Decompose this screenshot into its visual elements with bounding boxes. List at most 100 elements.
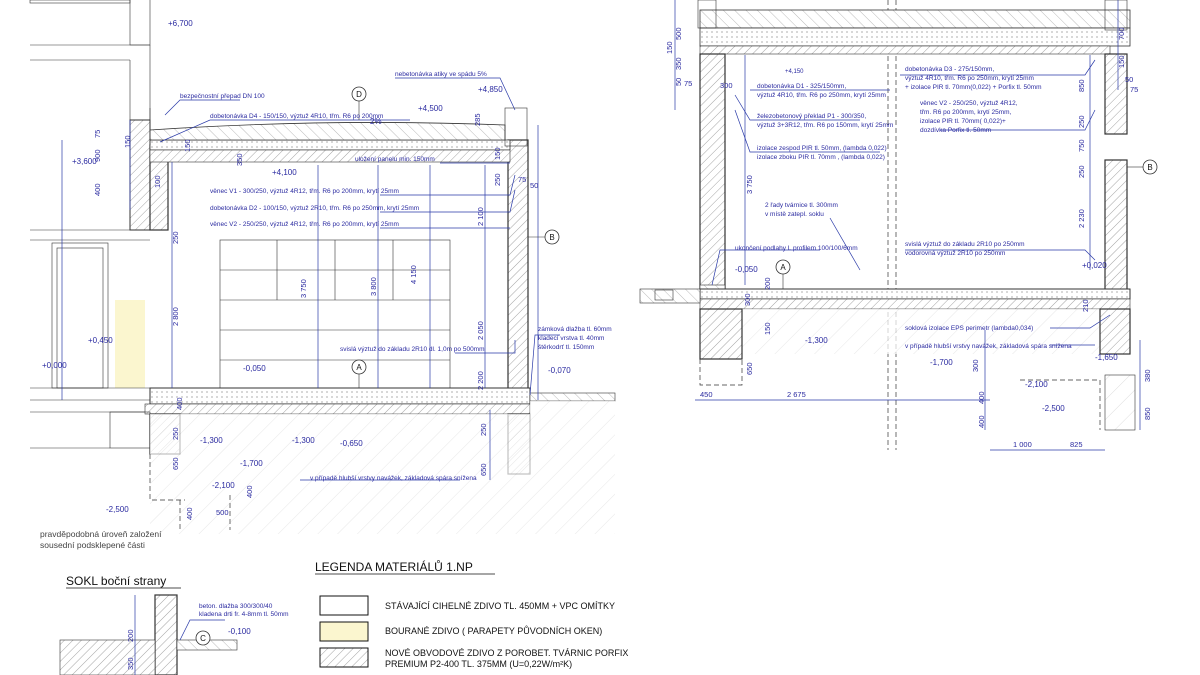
- note-p1: železobetonový překlad P1 - 300/350,: [757, 113, 866, 120]
- right-wall-right-lower: [1104, 159, 1128, 301]
- note-blocks-loc: v místě zatepl. soklu: [765, 211, 824, 218]
- right-footing-left: [699, 308, 743, 360]
- svg-text:250: 250: [171, 231, 180, 244]
- svg-text:2 200: 2 200: [476, 371, 485, 390]
- svg-text:650: 650: [745, 362, 754, 375]
- svg-text:75: 75: [1130, 85, 1138, 94]
- svg-text:825: 825: [1070, 440, 1083, 449]
- legend-swatch-porfix: [319, 647, 369, 668]
- svg-text:2 675: 2 675: [787, 390, 806, 399]
- note-d3-insul: + izolace PIR tl. 70mm(0,022) + Porfix t…: [905, 84, 1042, 91]
- svg-text:750: 750: [1077, 139, 1086, 152]
- svg-text:200: 200: [126, 629, 135, 642]
- svg-text:285: 285: [473, 113, 482, 126]
- svg-text:2 100: 2 100: [476, 207, 485, 226]
- level-label: -2,100: [1025, 380, 1048, 389]
- level-label: -1,700: [240, 459, 263, 468]
- note-pir-side: izolace zboku PIR tl. 70mm , (lambda 0,0…: [757, 154, 885, 161]
- svg-text:400: 400: [977, 415, 986, 428]
- svg-text:4 150: 4 150: [409, 265, 418, 284]
- svg-text:400: 400: [245, 485, 254, 498]
- svg-text:400: 400: [185, 507, 194, 520]
- level-label: -0,650: [340, 439, 363, 448]
- svg-text:400: 400: [977, 391, 986, 404]
- note-floor-end: ukončení podlahy L profilem 100/100/6mm: [735, 245, 858, 252]
- svg-text:1 000: 1 000: [1013, 440, 1032, 449]
- svg-text:150: 150: [665, 41, 674, 54]
- right-footing-right: [1099, 308, 1131, 355]
- level-label: -0,100: [228, 627, 251, 636]
- svg-text:150: 150: [763, 322, 772, 335]
- level-label: +3,600: [72, 157, 97, 166]
- detail-wall: [154, 594, 178, 675]
- right-section: B A +4,150 -0,050 +0,020 -1,300 -1,700 -…: [639, 0, 1158, 451]
- svg-text:500: 500: [674, 27, 683, 40]
- existing-roof-edge: [29, 0, 131, 4]
- svg-text:50: 50: [674, 78, 683, 86]
- roof-sloped-layer: [149, 122, 506, 141]
- note-d3: dobetonávka D3 - 275/150mm,: [905, 66, 994, 73]
- svg-text:250: 250: [1077, 115, 1086, 128]
- marker-a-left: A: [351, 359, 367, 388]
- note-foundation-level: pravděpodobná úroveň založení: [40, 529, 162, 539]
- right-outside-paving: [639, 288, 701, 304]
- right-wall-left: [699, 53, 726, 300]
- svg-text:2 050: 2 050: [476, 321, 485, 340]
- note-d1-rebar: výztuž 4R10, třm. R6 po 250mm, krytí 25m…: [757, 92, 886, 99]
- right-dimensions: 500 150 350 50 75 300 3 750 850 250 750 …: [665, 27, 1152, 449]
- svg-text:50: 50: [530, 181, 538, 190]
- note-d1: dobetonávka D1 - 325/150mm,: [757, 83, 846, 90]
- note-horiz-rebar: vodorovná výztuž 2R10 po 250mm: [905, 250, 1005, 257]
- level-label: +0,000: [42, 361, 67, 370]
- svg-text:250: 250: [493, 173, 502, 186]
- level-label: +4,500: [418, 104, 443, 113]
- marker-c: C: [195, 630, 211, 646]
- svg-text:D: D: [356, 90, 362, 99]
- level-label: -1,300: [292, 436, 315, 445]
- ceiling-beam: [149, 149, 511, 163]
- svg-text:B: B: [549, 233, 554, 242]
- ground-hatch: [150, 414, 530, 534]
- note-gravel: štěrkodrť tl. 150mm: [538, 344, 594, 351]
- svg-text:75: 75: [684, 79, 692, 88]
- svg-text:150: 150: [493, 147, 502, 160]
- svg-text:3 750: 3 750: [745, 175, 754, 194]
- plinth-detail: SOKL boční strany 200 350 beton. dlažba …: [59, 574, 289, 675]
- note-v1: věnec V1 - 300/250, výztuž 4R12, třm. R6…: [210, 188, 399, 195]
- level-label: -0,050: [735, 265, 758, 274]
- legend-item-porfix-2: PREMIUM P2-400 TL. 375MM (U=0,22W/m²K): [385, 659, 572, 669]
- svg-text:3 800: 3 800: [369, 277, 378, 296]
- level-label: +4,100: [272, 168, 297, 177]
- note-eps: soklová izolace EPS perimetr (lambda0,03…: [905, 325, 1033, 332]
- note-p1-rebar: výztuž 3+3R12, třm. R6 po 150mm, krytí 2…: [757, 122, 893, 129]
- svg-text:300: 300: [743, 293, 752, 306]
- svg-text:210: 210: [1081, 299, 1090, 312]
- note-v2: věnec V2 - 250/250, výztuž 4R12, třm. R6…: [210, 221, 399, 228]
- legend-item-brick: STÁVAJÍCÍ CIHELNÉ ZDIVO TL. 450MM + VPC …: [385, 601, 615, 611]
- svg-text:150: 150: [123, 135, 132, 148]
- note-d3-rebar: výztuž 4R10, třm. R6 po 250mm, krytí 25m…: [905, 75, 1034, 82]
- svg-text:450: 450: [700, 390, 713, 399]
- svg-text:3 750: 3 750: [299, 279, 308, 298]
- note-overflow: bezpečnostní přepad DN 100: [180, 93, 265, 100]
- svg-text:650: 650: [171, 457, 180, 470]
- svg-text:400: 400: [175, 397, 184, 410]
- existing-parapet: [129, 0, 151, 46]
- note-rebar: svislá výztuž do základu 2R10 dl. 1,0m p…: [340, 346, 485, 353]
- detail-title: SOKL boční strany: [66, 574, 166, 588]
- svg-text:350: 350: [674, 57, 683, 70]
- svg-text:50: 50: [1125, 75, 1133, 84]
- svg-text:75: 75: [93, 130, 102, 138]
- svg-text:A: A: [780, 263, 786, 272]
- note-bedding: kladecí vrstva tl. 40mm: [538, 335, 604, 342]
- demolished-wall-fill: [115, 300, 145, 388]
- right-parapet-left: [697, 0, 717, 29]
- level-label: -1,650: [1095, 353, 1118, 362]
- svg-text:500: 500: [216, 508, 229, 517]
- existing-footing: [109, 411, 151, 449]
- level-label: -2,500: [1042, 404, 1065, 413]
- level-label: -2,100: [212, 481, 235, 490]
- marker-a-right: A: [775, 259, 791, 289]
- svg-text:2 230: 2 230: [1077, 209, 1086, 228]
